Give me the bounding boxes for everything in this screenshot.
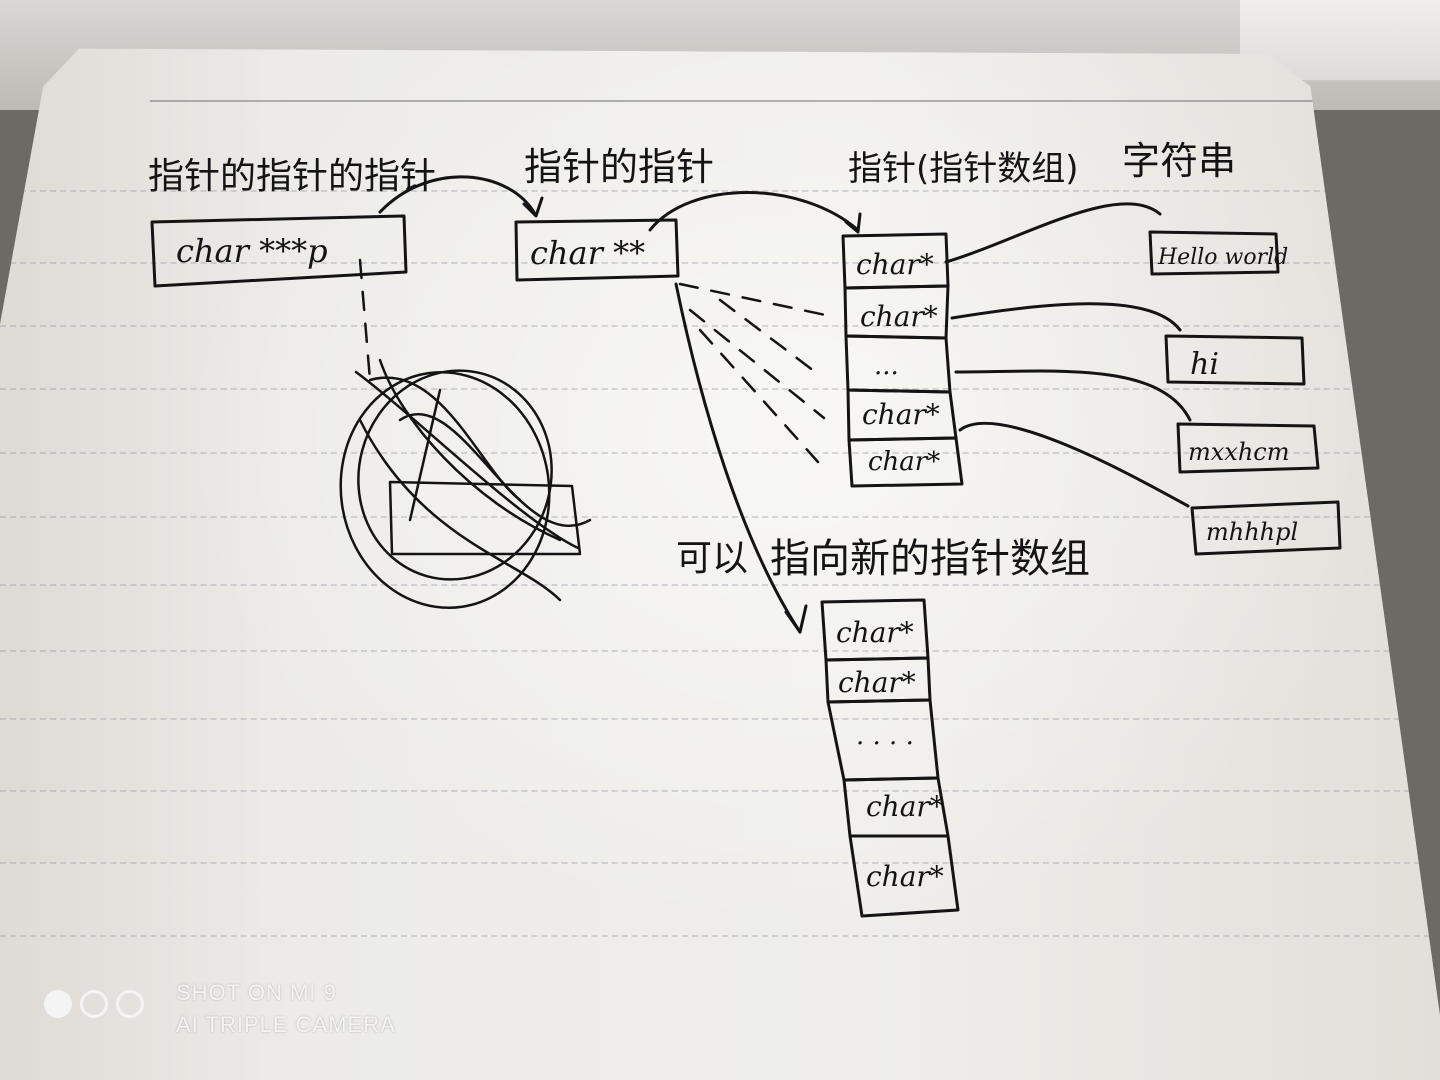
string-value: Hello world <box>1157 245 1288 270</box>
arrow-to-string-3 <box>954 369 1192 422</box>
arrow-head <box>844 212 862 234</box>
rule-line <box>0 325 1440 327</box>
arrow-triple-to-double <box>378 175 537 216</box>
double-pointer-box <box>514 218 680 282</box>
rule-line <box>0 516 1440 518</box>
rule-line <box>0 862 1440 864</box>
new-array-cell: char* <box>866 790 944 823</box>
rule-line <box>0 584 1440 586</box>
new-pointer-array-column <box>820 598 960 918</box>
crossed-out-scribble <box>339 358 592 609</box>
heading-double-pointer: 指针的指针 <box>524 145 714 189</box>
string-box-1 <box>1148 230 1280 276</box>
heading-pointer-array: 指针(指针数组) <box>848 149 1079 189</box>
pointer-array-column <box>841 232 964 488</box>
pointer-array-cell: char* <box>862 398 940 431</box>
string-value: mxxhcm <box>1188 438 1289 466</box>
new-array-cell: char* <box>838 666 916 699</box>
pointer-array-cell: char* <box>860 300 938 333</box>
new-array-cell: char* <box>866 860 944 893</box>
pointer-array-cell: char* <box>856 248 934 281</box>
pointer-array-cell: char* <box>868 447 940 477</box>
arrow-double-to-array <box>648 191 860 232</box>
arrow-to-string-4 <box>958 421 1190 508</box>
rule-line <box>0 190 1440 192</box>
page-top-rule <box>150 100 1340 102</box>
watermark-line-2: AI TRIPLE CAMERA <box>176 1012 396 1037</box>
string-value: hi <box>1190 347 1219 382</box>
pointer-array-cell: ... <box>874 351 899 381</box>
rule-line <box>0 718 1440 720</box>
watermark-dot <box>116 990 144 1018</box>
string-box-2 <box>1164 334 1306 386</box>
string-box-4 <box>1190 500 1342 556</box>
rule-line <box>0 388 1440 390</box>
new-array-cell: char* <box>836 616 914 649</box>
watermark-line-1: SHOT ON MI 9 <box>176 980 337 1005</box>
dashed-copy-arrows <box>358 258 832 464</box>
string-value: mhhhpl <box>1206 518 1298 546</box>
arrow-head <box>522 196 544 218</box>
arrow-to-new-array <box>674 282 802 634</box>
heading-triple-pointer: 指针的指针的指针 <box>148 156 436 197</box>
arrow-to-string-1 <box>944 202 1162 264</box>
rule-line <box>0 262 1440 264</box>
triple-pointer-box <box>150 214 408 288</box>
arrow-head <box>784 604 808 634</box>
new-array-label: 指向新的指针数组 <box>770 536 1090 582</box>
rule-line <box>0 790 1440 792</box>
rule-line <box>0 650 1440 652</box>
new-array-prefix: 可以 <box>676 538 748 579</box>
triple-pointer-label: char ***p <box>176 232 328 270</box>
double-pointer-label: char ** <box>530 234 645 272</box>
camera-watermark-dots <box>44 990 144 1018</box>
watermark-dot <box>44 990 72 1018</box>
watermark-dot <box>80 990 108 1018</box>
heading-strings: 字符串 <box>1122 139 1236 183</box>
new-array-cell: . . . . <box>856 721 914 751</box>
string-box-3 <box>1176 422 1320 474</box>
rule-line <box>0 935 1440 937</box>
arrow-to-string-2 <box>950 302 1182 332</box>
